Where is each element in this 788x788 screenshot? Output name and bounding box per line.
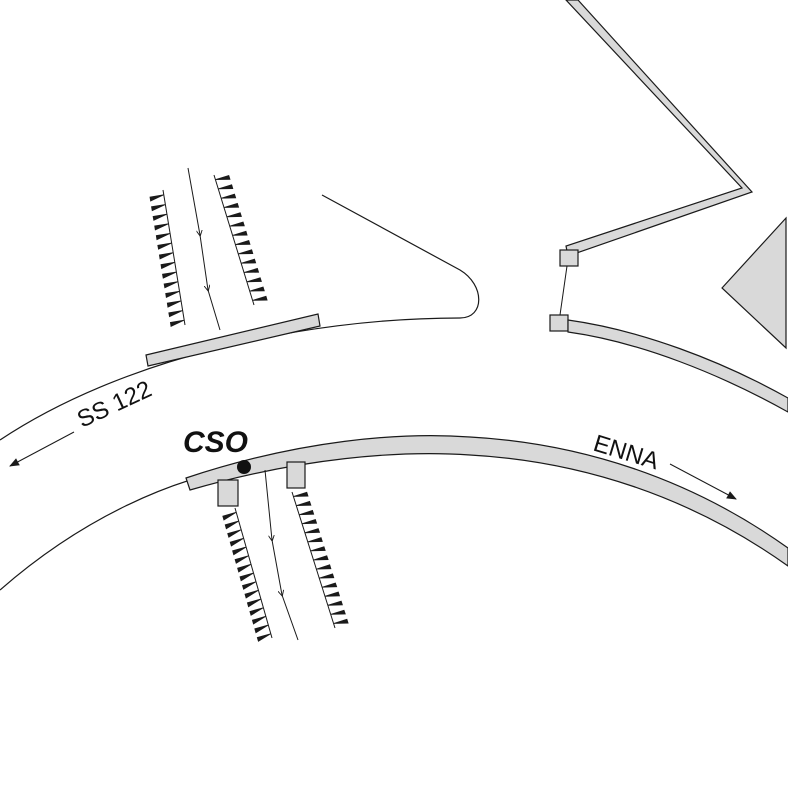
south-kerb [185,435,788,567]
north-channel-flow [187,167,221,331]
hatch-tick [238,249,254,255]
hatch-tick [234,555,249,564]
south-channel-flow [264,469,299,641]
hatch-tick [169,319,185,327]
east-barrier-post-north [559,249,579,267]
hatch-tick [160,261,175,270]
hatch-tick [166,300,182,308]
hatch-tick [333,618,349,624]
arrow-icon-west [9,431,75,467]
hatch-tick [324,591,341,597]
hatch-tick [155,233,171,241]
hatch-tick [229,221,245,227]
hatch-tick [251,615,267,625]
hatch-tick [157,242,172,250]
hatch-tick [223,202,240,208]
hatch-tick [254,624,269,634]
hatch-tick [151,204,166,212]
culvert-block-east [286,461,306,489]
hatch-tick [321,582,338,588]
road-south-edge [0,465,251,591]
hatch-tick [154,223,169,231]
hatch-tick [293,491,309,497]
hatch-tick [218,184,234,190]
hatch-tick [149,194,164,202]
south-channel-hatching-left [222,511,272,642]
hatch-tick [252,295,268,301]
hatch-tick [307,537,323,543]
north-kerb [145,313,321,367]
north-channel-bank-left [162,189,186,326]
north-channel-bank-right [213,174,255,306]
north-channel-hatching-left [149,194,185,327]
hatch-tick [310,546,326,552]
hatch-tick [168,310,183,318]
hatch-tick [319,573,335,579]
hatch-tick [229,537,244,547]
hatch-tick [162,271,177,279]
hatch-tick [165,290,180,298]
hatch-tick [242,581,257,590]
hatch-tick [163,281,179,289]
hatch-tick [232,230,248,236]
hatch-tick [220,193,237,199]
hatch-tick [152,213,168,221]
arrow-icon-east [669,463,737,500]
east-barrier-angle [565,0,754,257]
hatch-tick [296,500,312,506]
south-channel [222,469,349,642]
hatch-tick [226,212,242,218]
culvert-block-west [217,479,239,507]
hatch-tick [299,509,315,516]
east-road-kerb [567,319,788,413]
hatch-tick [222,511,237,521]
hatch-tick [237,563,252,573]
hatch-tick [232,546,247,556]
hatch-tick [224,520,239,530]
hatch-tick [330,609,346,615]
hatch-tick [215,175,231,180]
hatch-tick [243,267,260,273]
hatch-tick [235,240,251,245]
hatch-tick [249,607,264,616]
hatch-tick [304,528,321,534]
road-north-edge [0,194,480,441]
hatch-tick [246,277,262,283]
hatch-tick [249,286,265,292]
hatch-tick [313,555,329,561]
east-barrier-post-south [549,314,569,332]
east-barrier-link [559,265,568,316]
hatch-tick [227,529,242,538]
station-point-icon [237,460,251,474]
hatch-tick [301,518,318,525]
hatch-tick [239,572,254,582]
south-channel-hatching-right [293,491,349,624]
hatch-tick [316,564,332,570]
north-channel [149,167,268,331]
hatch-tick [240,258,257,264]
hatch-tick [246,598,262,608]
hatch-tick [244,589,259,599]
triangle-icon [721,216,787,350]
road-label-west: SS 122 [73,376,156,434]
hatch-tick [158,252,174,260]
hatch-tick [256,633,272,642]
north-channel-hatching-right [215,175,268,301]
hatch-tick [327,600,343,606]
station-label: CSO [183,426,248,459]
